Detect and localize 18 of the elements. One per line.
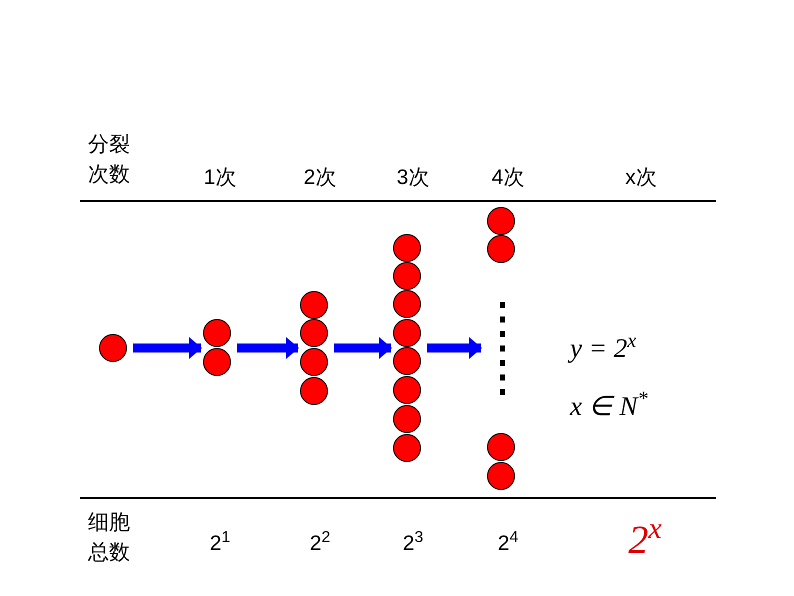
arrow (334, 337, 392, 359)
column-header: x次 (624, 165, 658, 191)
arrow (133, 337, 202, 359)
row-header: 细胞总数 (88, 510, 131, 566)
cell-count: 2$^{3}$ (402, 528, 424, 557)
arrow (237, 337, 299, 359)
cell-count: 2$^{x}$ (627, 516, 663, 564)
column-header: 3次 (396, 165, 430, 191)
column-header: 1次 (202, 165, 238, 191)
row-header: 分裂次数 (88, 132, 131, 188)
formula: x ∈ N$^{*}$ (570, 386, 649, 423)
cell-count: 2$^{2}$ (308, 528, 332, 557)
column-header: 4次 (490, 165, 526, 191)
cell-count: 2$^{1}$ (208, 528, 232, 557)
column-header: 2次 (302, 165, 338, 191)
formula: y = 2$^{x}$ (570, 328, 690, 368)
arrow (427, 337, 482, 359)
cell-count: 2$^{4}$ (496, 528, 520, 557)
